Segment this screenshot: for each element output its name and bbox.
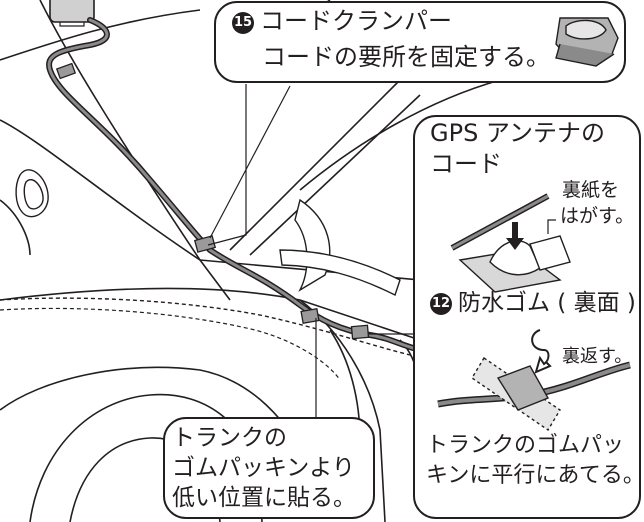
trunk-hinge <box>279 249 401 296</box>
rubber-on-cable-detail <box>437 357 631 431</box>
rubber-packing-line-lower <box>0 307 341 381</box>
flip-label: 裏返す。 <box>562 346 633 367</box>
clamper-description: コードの要所を固定する。 <box>262 43 550 71</box>
rubber-label: 12 防水ゴム ( 裏面 ) <box>430 289 636 317</box>
trunk-strap <box>294 198 331 292</box>
peel-label-line2: はがす。 <box>560 205 635 227</box>
gps-cable-title-line1: GPS アンテナの <box>430 119 605 147</box>
gps-note-line1: トランクのゴムパッ <box>426 433 625 458</box>
number-badge-15: 15 <box>232 12 254 34</box>
number-badge-12: 12 <box>430 293 452 315</box>
clamper-title: 15 コードクランパー <box>232 6 452 36</box>
rubber-pad-detail <box>450 193 571 293</box>
callout-box-gps <box>413 115 641 519</box>
gps-cable <box>46 17 423 353</box>
gps-note-line2: キンに平行にあてる。 <box>426 463 644 488</box>
cable-clamper <box>55 62 370 340</box>
callout-connectors <box>207 84 416 420</box>
rubber-packing-line <box>0 297 411 356</box>
down-arrow-icon <box>506 222 524 250</box>
trunk-note-line3: 低い位置に貼る。 <box>172 485 356 511</box>
clamper-title-text: コードクランパー <box>260 7 452 35</box>
clamper-part-icon <box>555 17 619 67</box>
trunk-note-line2: ゴムパッキンより <box>172 455 355 481</box>
gps-antenna <box>49 0 95 27</box>
callout-box-clamper <box>214 1 626 83</box>
peel-pointer <box>547 219 556 234</box>
trunk-note-line1: トランクの <box>172 425 287 451</box>
rubber-label-text: 防水ゴム ( 裏面 ) <box>458 290 636 316</box>
door-handle <box>15 169 49 218</box>
flip-arrow-icon <box>531 329 552 374</box>
gps-cable-title-line2: コード <box>430 150 502 178</box>
callout-box-trunk <box>163 417 375 519</box>
peel-label-line1: 裏紙を <box>562 179 620 201</box>
